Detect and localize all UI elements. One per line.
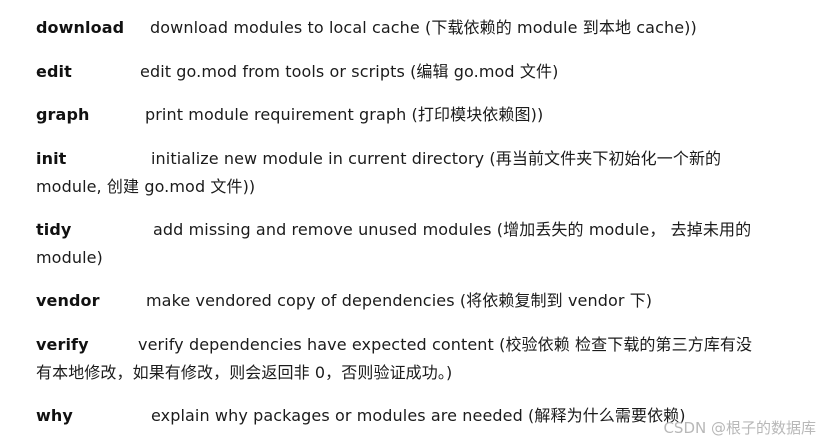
command-name: vendor [36,291,100,310]
command-description-continued: module) [36,248,103,267]
command-description: verify dependencies have expected conten… [138,335,753,354]
command-description-continued: 有本地修改，如果有修改，则会返回非 0，否则验证成功。) [36,363,453,382]
command-name: edit [36,62,72,81]
command-description: print module requirement graph (打印模块依赖图)… [145,105,544,124]
command-name: tidy [36,220,72,239]
command-description: explain why packages or modules are need… [151,406,686,425]
command-name: why [36,406,73,425]
command-description: add missing and remove unused modules (增… [153,220,752,239]
command-description-continued: module, 创建 go.mod 文件)) [36,177,256,196]
command-name: download [36,18,125,37]
command-description: make vendored copy of dependencies (将依赖复… [146,291,653,310]
watermark: CSDN @根子的数据库 [663,419,816,437]
command-description: edit go.mod from tools or scripts (编辑 go… [140,62,559,81]
command-name: init [36,149,67,168]
command-name: verify [36,335,89,354]
command-description: initialize new module in current directo… [151,149,722,168]
command-description: download modules to local cache (下载依赖的 m… [150,18,697,37]
command-name: graph [36,105,90,124]
